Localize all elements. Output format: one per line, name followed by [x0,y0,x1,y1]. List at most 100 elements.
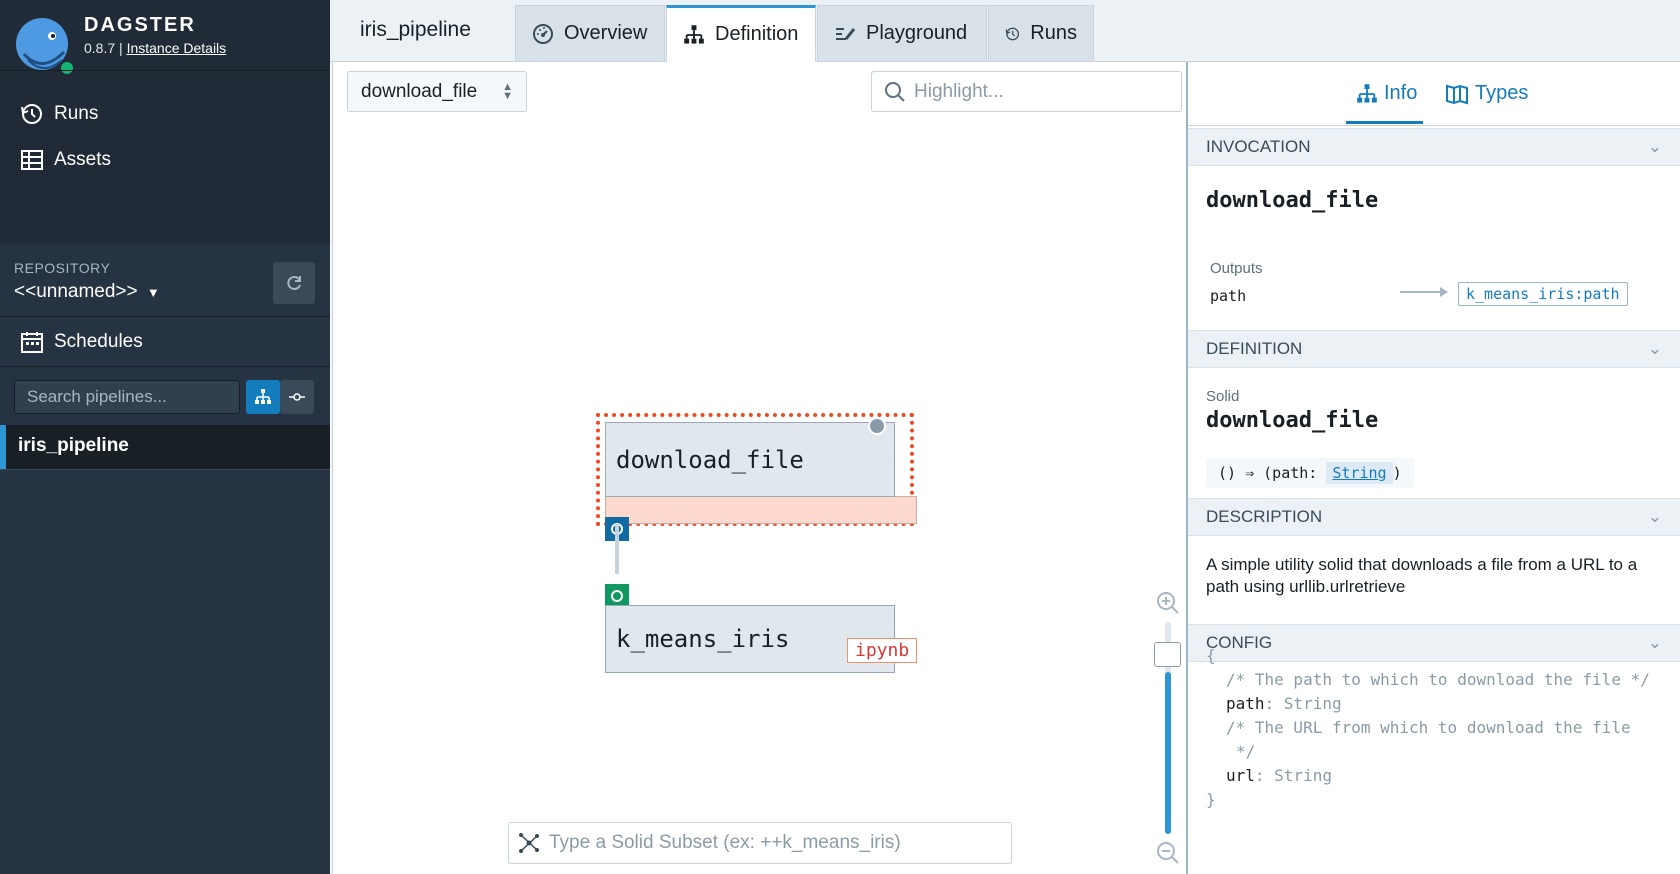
tab-runs-label: Runs [1030,22,1077,45]
tab-playground[interactable]: Playground [817,5,987,62]
diagram-tree-icon [254,388,272,406]
history-icon [20,102,44,126]
config-field-key: url [1226,766,1255,785]
tab-definition-label: Definition [715,23,798,46]
repository-picker[interactable]: <<unnamed>> ▼ [14,281,160,303]
section-header-definition[interactable]: DEFINITION ⌄ [1188,330,1680,368]
double-caret-icon: ▲▼ [502,83,513,101]
tab-types-label: Types [1475,82,1528,105]
section-title: DESCRIPTION [1206,507,1322,527]
tab-overview-label: Overview [564,22,647,45]
notebook-tag: ipynb [847,638,917,663]
refresh-icon [284,273,304,293]
tab-runs[interactable]: Runs [988,5,1094,62]
asterisk-graph-icon [517,831,541,855]
zoom-slider-handle[interactable] [1154,642,1181,667]
nav-runs-label: Runs [54,103,98,125]
table-icon [20,148,44,172]
config-close-brace: } [1206,788,1650,812]
solid-select[interactable]: download_file ▲▼ [347,71,527,112]
details-panel: Info Types INVOCATION ⌄ download_file Ou… [1188,62,1680,874]
signature-type-link[interactable]: String [1326,462,1392,484]
config-indicator-dot [868,417,886,435]
pipeline-title: iris_pipeline [360,18,471,42]
tab-overview[interactable]: Overview [515,5,665,62]
zoom-slider-fill [1165,672,1171,834]
config-comment: /* The URL from which to download the fi… [1206,716,1650,740]
config-open-brace: { [1206,644,1650,668]
output-target-link[interactable]: k_means_iris:path [1458,282,1628,306]
divider [0,70,330,71]
config-field: path: String [1206,692,1650,716]
highlight-placeholder: Highlight... [914,81,1004,103]
solids-view-toggle[interactable] [280,380,314,414]
highlight-input[interactable]: Highlight... [871,71,1182,112]
config-field-type: String [1284,694,1342,713]
config-comment: /* The path to which to download the fil… [1206,668,1650,692]
repository-name: <<unnamed>> [14,281,138,302]
solid-subset-input[interactable]: Type a Solid Subset (ex: ++k_means_iris) [508,822,1012,864]
config-comment: */ [1206,740,1650,764]
zoom-out-icon[interactable] [1155,840,1181,866]
nav-assets[interactable]: Assets [20,148,111,172]
definition-kind: Solid [1206,388,1239,405]
graph-canvas[interactable]: download_file ▲▼ Highlight... download_f… [332,62,1188,874]
history-icon [1005,23,1020,45]
tab-definition[interactable]: Definition [666,5,816,62]
section-header-description[interactable]: DESCRIPTION ⌄ [1188,498,1680,536]
diagram-tree-icon [683,24,705,46]
nav-schedules[interactable]: Schedules [20,330,143,354]
output-name: path [1210,287,1246,305]
instance-details-link[interactable]: Instance Details [127,40,227,56]
description-text: A simple utility solid that downloads a … [1206,554,1666,598]
tab-info-label: Info [1384,82,1417,105]
section-header-invocation[interactable]: INVOCATION ⌄ [1188,128,1680,166]
dashboard-icon [532,23,554,45]
brand-title: DAGSTER [84,14,196,37]
git-commit-icon [288,388,306,406]
caret-down-icon: ▼ [147,285,160,300]
chevron-down-icon: ⌄ [1648,507,1662,527]
calendar-icon [20,330,44,354]
config-field-key: path [1226,694,1265,713]
arrow-right-icon [1400,284,1450,300]
selected-node-footer [605,496,917,524]
top-header: iris_pipeline Overview Definition Playgr… [330,0,1680,62]
tab-playground-label: Playground [866,22,967,45]
outputs-label: Outputs [1210,260,1263,277]
pipeline-search-input[interactable]: Search pipelines... [14,380,240,414]
version-info: 0.8.7 | Instance Details [84,40,226,56]
repository-label: REPOSITORY [14,260,110,276]
tab-types[interactable]: Types [1445,82,1528,105]
book-icon [1445,83,1469,105]
panel-tabs: Info Types [1188,62,1680,126]
nav-assets-label: Assets [54,149,111,171]
sidebar-top: DAGSTER 0.8.7 | Instance Details Runs As… [0,0,330,244]
signature-suffix: ) [1393,464,1402,482]
edge-connector [615,524,619,574]
section-title: DEFINITION [1206,339,1302,359]
config-field: url: String [1206,764,1650,788]
sidebar: DAGSTER 0.8.7 | Instance Details Runs As… [0,0,330,874]
config-schema: { /* The path to which to download the f… [1206,644,1650,812]
signature-prefix: () ⇒ (path: [1218,464,1326,482]
solid-node-download-file[interactable]: download_file [605,422,895,497]
config-field-type: String [1274,766,1332,785]
pipeline-list-item[interactable]: iris_pipeline [0,425,330,469]
solid-node-label: k_means_iris [616,625,789,653]
chevron-down-icon: ⌄ [1648,137,1662,157]
nav-schedules-label: Schedules [54,331,143,353]
divider [0,469,330,470]
active-tab-indicator [1346,121,1423,124]
diagram-tree-icon [1356,83,1378,105]
dagster-logo[interactable] [14,16,74,76]
zoom-in-icon[interactable] [1155,590,1181,616]
refresh-button[interactable] [273,262,315,304]
pipelines-view-toggle[interactable] [246,380,280,414]
invocation-name: download_file [1206,188,1378,213]
chevron-down-icon: ⌄ [1648,339,1662,359]
chevron-down-icon: ⌄ [1648,633,1662,653]
section-title: INVOCATION [1206,137,1311,157]
tab-info[interactable]: Info [1356,82,1417,105]
nav-runs[interactable]: Runs [20,102,98,126]
